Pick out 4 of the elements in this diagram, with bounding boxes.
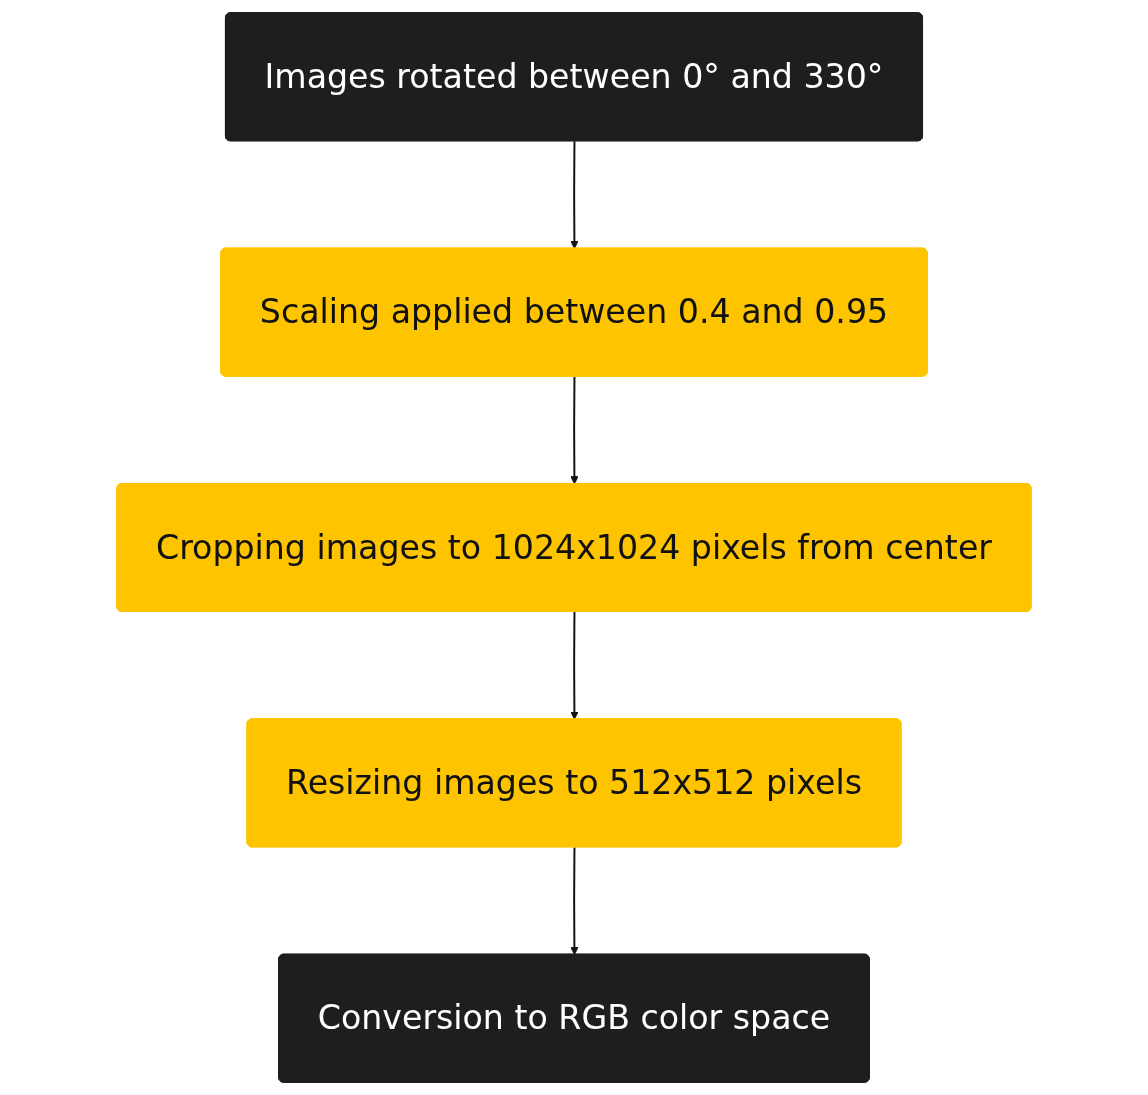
arrow <box>570 846 579 956</box>
arrow <box>570 611 579 720</box>
arrow <box>570 140 579 250</box>
arrow <box>570 375 579 485</box>
